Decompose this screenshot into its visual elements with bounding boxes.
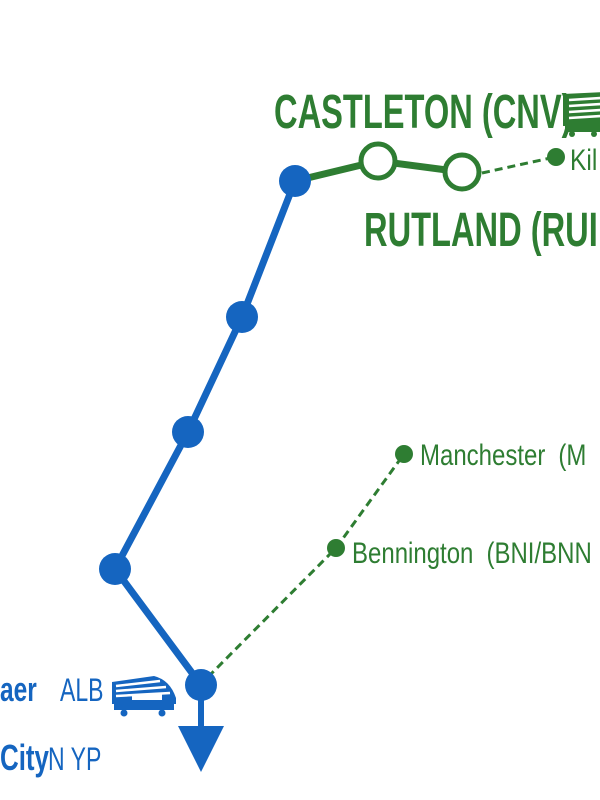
station-dot[interactable] xyxy=(99,553,131,585)
label-manchester-name: Manchester xyxy=(420,437,545,471)
blue-stations xyxy=(99,165,311,701)
station-rutland-dot[interactable] xyxy=(442,152,482,192)
station-manchester-dot[interactable] xyxy=(395,445,413,463)
station-castleton-dot[interactable] xyxy=(358,141,398,181)
label-rutland: RUTLAND (RUI xyxy=(364,203,598,257)
station-dot[interactable] xyxy=(226,301,258,333)
label-rensselaer-name: aer xyxy=(0,671,37,709)
station-dot[interactable] xyxy=(172,416,204,448)
label-bennington-name: Bennington xyxy=(352,535,473,569)
label-manchester: Manchester (M xyxy=(420,437,586,471)
station-bennington-dot[interactable] xyxy=(327,539,345,557)
station-killington-dot[interactable] xyxy=(547,148,565,166)
label-rensselaer-code: ALB xyxy=(60,672,104,708)
label-bennington: Bennington (BNI/BNN xyxy=(352,535,592,569)
connector-killington xyxy=(481,155,556,175)
label-nyc-name: City xyxy=(0,738,49,778)
station-dot[interactable] xyxy=(185,669,217,701)
connector-bennington-line xyxy=(206,546,338,679)
label-nyc-code: N YP xyxy=(48,741,101,777)
label-killington: Kil xyxy=(570,143,597,177)
station-dot[interactable] xyxy=(279,165,311,197)
down-arrow-icon xyxy=(178,726,224,772)
amtrak-train-icon xyxy=(112,676,176,717)
blue-route-line xyxy=(111,177,299,689)
amtrak-train-icon xyxy=(563,92,600,137)
dashed-connectors xyxy=(206,155,556,679)
label-manchester-code: (M xyxy=(558,437,586,471)
label-bennington-code: (BNI/BNN xyxy=(486,535,591,569)
connector-manchester-line xyxy=(334,453,406,549)
label-castleton: CASTLETON (CNV) xyxy=(274,85,572,139)
